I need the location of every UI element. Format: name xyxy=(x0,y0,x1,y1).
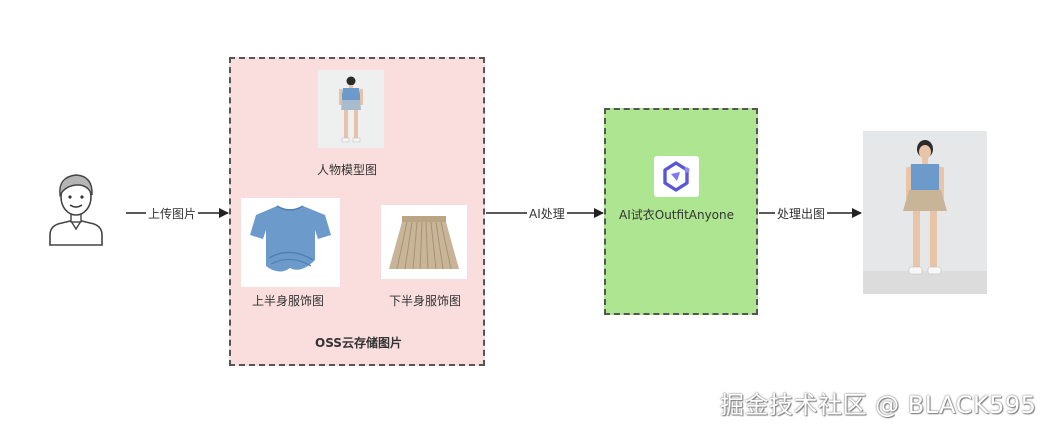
edge-label-output: 处理出图 xyxy=(775,205,828,222)
oss-storage-label: OSS云存储图片 xyxy=(315,336,402,350)
model-image xyxy=(318,70,384,148)
bottom-garment-image xyxy=(381,205,467,279)
edge-label-ai-process: AI处理 xyxy=(527,205,567,222)
user-avatar-icon xyxy=(49,174,103,246)
top-garment-image xyxy=(241,198,340,287)
ai-service-label: AI试衣OutfitAnyone xyxy=(619,208,735,222)
outfitanyone-logo-icon xyxy=(654,156,699,197)
watermark: 掘金技术社区 @ BLACK595 xyxy=(720,391,1037,419)
ai-service-box xyxy=(604,108,758,315)
bottom-garment-label: 下半身服饰图 xyxy=(389,294,462,308)
model-image-label: 人物模型图 xyxy=(317,163,378,177)
top-garment-label: 上半身服饰图 xyxy=(252,294,325,308)
result-image xyxy=(863,131,987,294)
edge-label-upload: 上传图片 xyxy=(146,205,199,222)
